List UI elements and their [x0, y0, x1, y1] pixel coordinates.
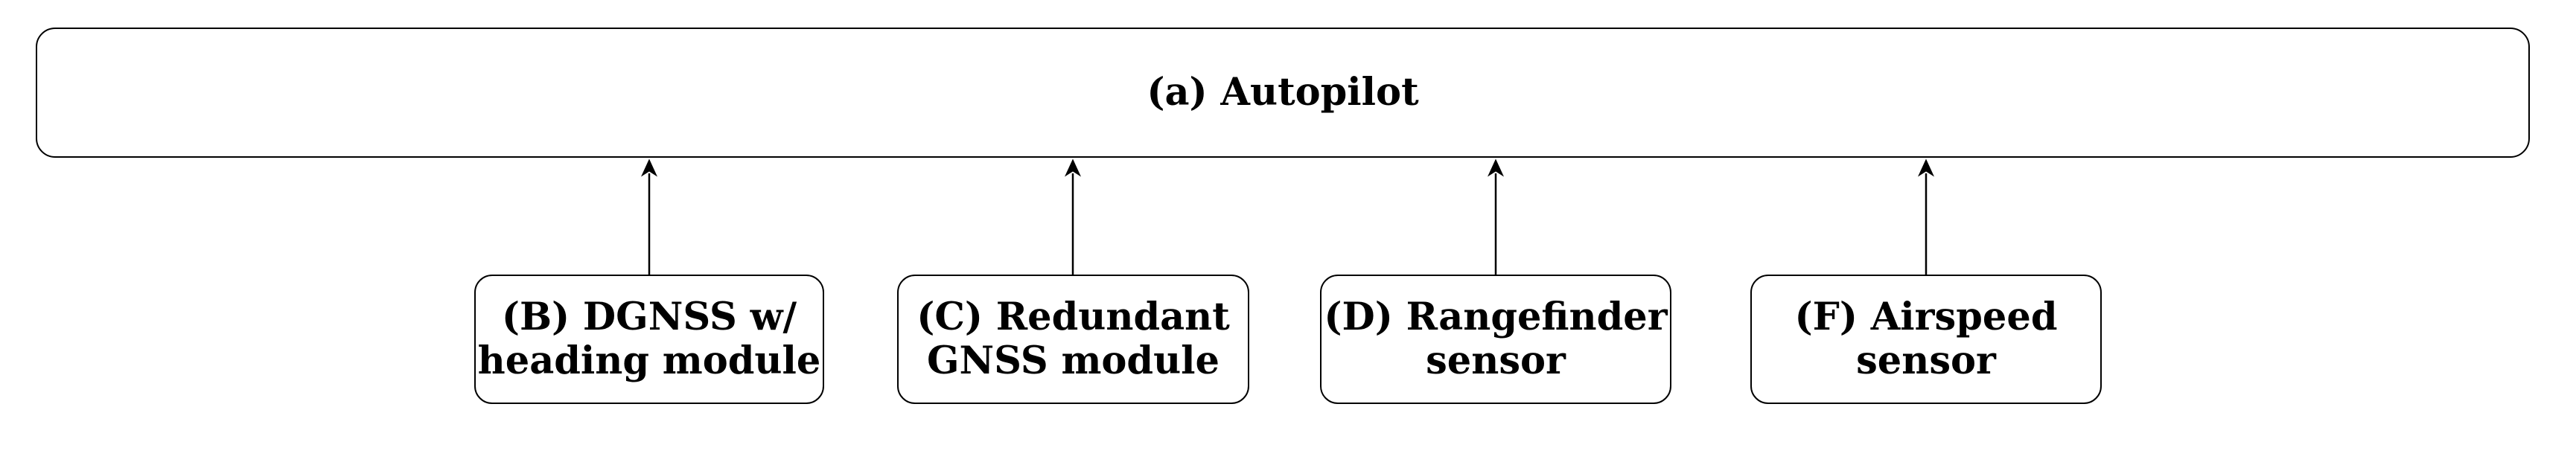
node-rangefinder: (D) Rangefinder sensor [1320, 275, 1671, 404]
node-dgnss-heading-label-line2: heading module [477, 339, 821, 383]
node-autopilot: (a) Autopilot [36, 28, 2530, 158]
node-rangefinder-label-line1: (D) Rangefinder [1324, 295, 1668, 339]
node-redundant-gnss: (C) Redundant GNSS module [897, 275, 1249, 404]
node-airspeed: (F) Airspeed sensor [1750, 275, 2102, 404]
arrow-c-to-root [1065, 158, 1081, 275]
node-redundant-gnss-label-line2: GNSS module [926, 339, 1220, 383]
node-airspeed-label-line2: sensor [1856, 339, 1996, 383]
arrow-b-to-root [641, 158, 657, 275]
node-dgnss-heading: (B) DGNSS w/ heading module [474, 275, 824, 404]
arrow-f-to-root [1918, 158, 1934, 275]
arrow-d-to-root [1488, 158, 1504, 275]
node-dgnss-heading-label-line1: (B) DGNSS w/ [501, 295, 797, 339]
node-autopilot-label: (a) Autopilot [1147, 70, 1419, 115]
node-redundant-gnss-label-line1: (C) Redundant [916, 295, 1230, 339]
node-airspeed-label-line1: (F) Airspeed [1794, 295, 2058, 339]
node-rangefinder-label-line2: sensor [1426, 339, 1566, 383]
